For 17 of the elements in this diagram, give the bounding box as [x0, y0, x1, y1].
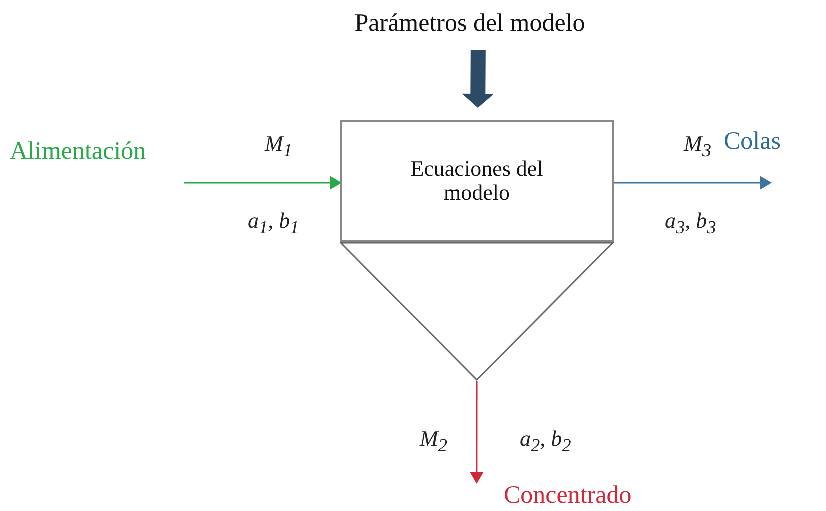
- flow-label: Colas: [724, 128, 782, 156]
- arrow: [184, 176, 342, 190]
- edge-label: M$_{2}$: [420, 428, 448, 455]
- variable-label: a$_{1}$, b$_{1}$: [248, 210, 300, 237]
- arrow: [462, 50, 494, 108]
- arrow: [470, 381, 484, 484]
- flow-label: Parámetros del modelo: [354, 10, 586, 38]
- edge-label: M$_{1}$: [265, 133, 292, 160]
- process-label: Ecuaciones del modelo: [410, 156, 544, 206]
- flow-label: Concentrado: [504, 482, 633, 510]
- triangle-shape: [340, 242, 614, 381]
- variable-label: a$_{3}$, b$_{3}$: [665, 210, 716, 237]
- flow-label: Alimentación: [10, 138, 148, 166]
- arrow: [614, 176, 772, 190]
- variable-label: a$_{2}$, b$_{2}$: [520, 428, 572, 455]
- process-box: [340, 120, 614, 242]
- edge-label: M$_{3}$: [684, 133, 712, 160]
